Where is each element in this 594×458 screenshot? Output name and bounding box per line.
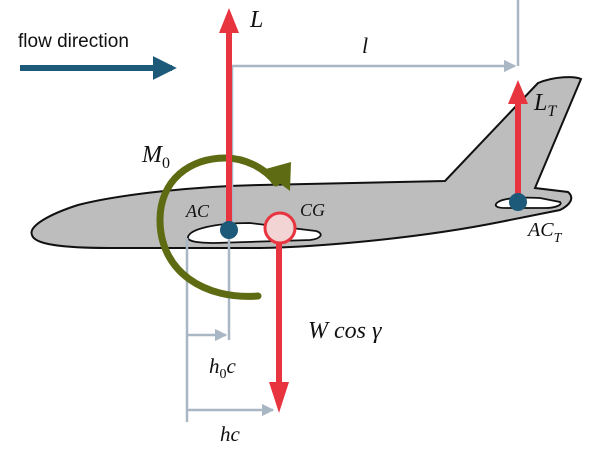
tail-lift-label: LT: [533, 90, 557, 120]
aircraft-fuselage: [30, 76, 583, 249]
hc-label: hc: [220, 422, 241, 446]
weight-arrow-head: [269, 382, 289, 413]
tail-lift-arrow-head: [508, 80, 528, 104]
curved-moment-arrow-icon: [262, 162, 291, 191]
weight-arrow-shaft: [276, 236, 282, 384]
weight-label: W cos γ: [308, 318, 382, 344]
moment-arc: [156, 154, 280, 300]
arm-label: l: [362, 33, 368, 58]
h0c-label: h0c: [209, 354, 237, 382]
tail-lift-arrow-shaft: [515, 100, 521, 203]
ac-point: [220, 221, 238, 239]
tail-ac-label: ACT: [526, 219, 563, 246]
moment-label: M0: [141, 142, 170, 172]
cg-point: [263, 211, 297, 245]
lift-label: L: [249, 7, 263, 33]
cg-label: CG: [300, 200, 325, 220]
lift-arrow-shaft: [226, 30, 232, 230]
tail-ac-point: [509, 193, 527, 211]
lift-arrow-head: [219, 8, 239, 33]
flow-direction-label: flow direction: [18, 31, 129, 52]
ac-label: AC: [185, 201, 210, 221]
